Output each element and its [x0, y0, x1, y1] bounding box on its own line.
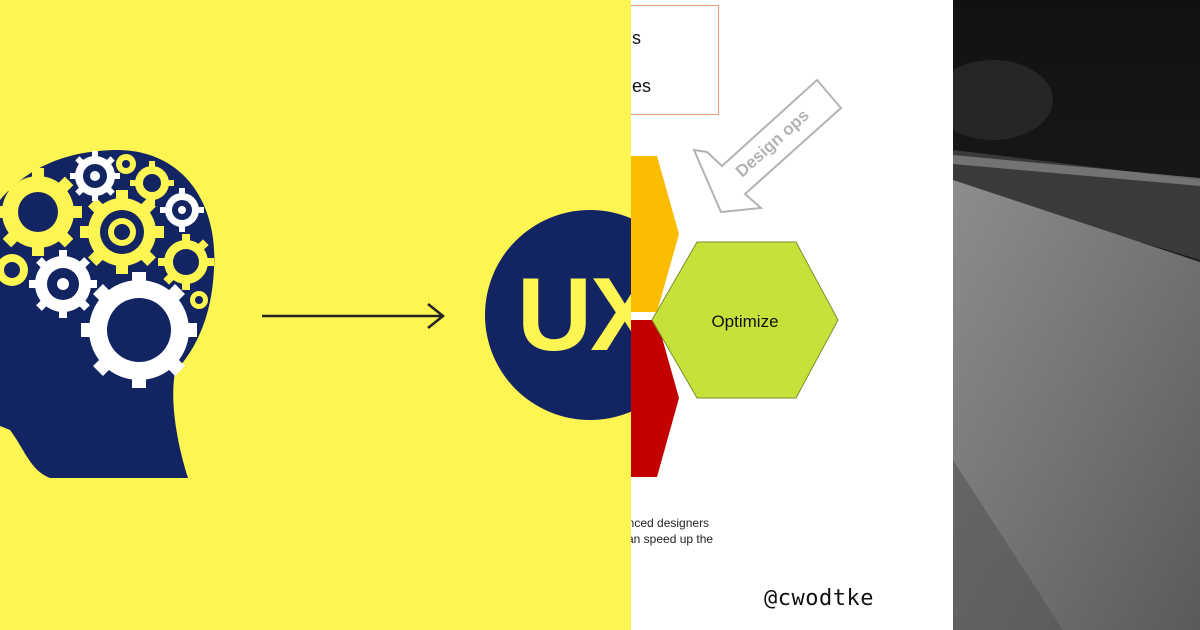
grayscale-photo	[953, 0, 1200, 630]
ux-logo: UX	[485, 210, 631, 420]
arrow-right-icon	[262, 303, 446, 329]
description-paragraph: enced designers can speed up the e	[631, 515, 741, 563]
text-box: s es	[631, 5, 719, 115]
paragraph-line-3: e	[631, 547, 741, 563]
grayscale-photo-panel	[953, 0, 1200, 630]
paragraph-line-2: can speed up the	[631, 532, 714, 546]
hex-diagram: Optimize Design ops	[631, 78, 843, 477]
brain-gears-icon	[0, 151, 214, 388]
hex-orange	[631, 156, 679, 312]
hex-optimize-label: Optimize	[711, 312, 778, 331]
ux-mind-panel: UX	[0, 0, 631, 630]
signature: @cwodtke	[764, 586, 874, 611]
hex-red	[631, 320, 679, 477]
hex-optimize	[651, 241, 839, 399]
paragraph-line-1: enced designers	[631, 516, 710, 530]
design-ops-arrow-icon: Design ops	[692, 78, 843, 214]
box-line-2: es	[632, 76, 652, 96]
box-line-1: s	[632, 28, 641, 48]
ux-mind-illustration: UX	[0, 150, 631, 478]
design-ops-panel: s es Optimize Design ops enced designers…	[631, 0, 953, 630]
ux-logo-text: UX	[517, 257, 631, 373]
